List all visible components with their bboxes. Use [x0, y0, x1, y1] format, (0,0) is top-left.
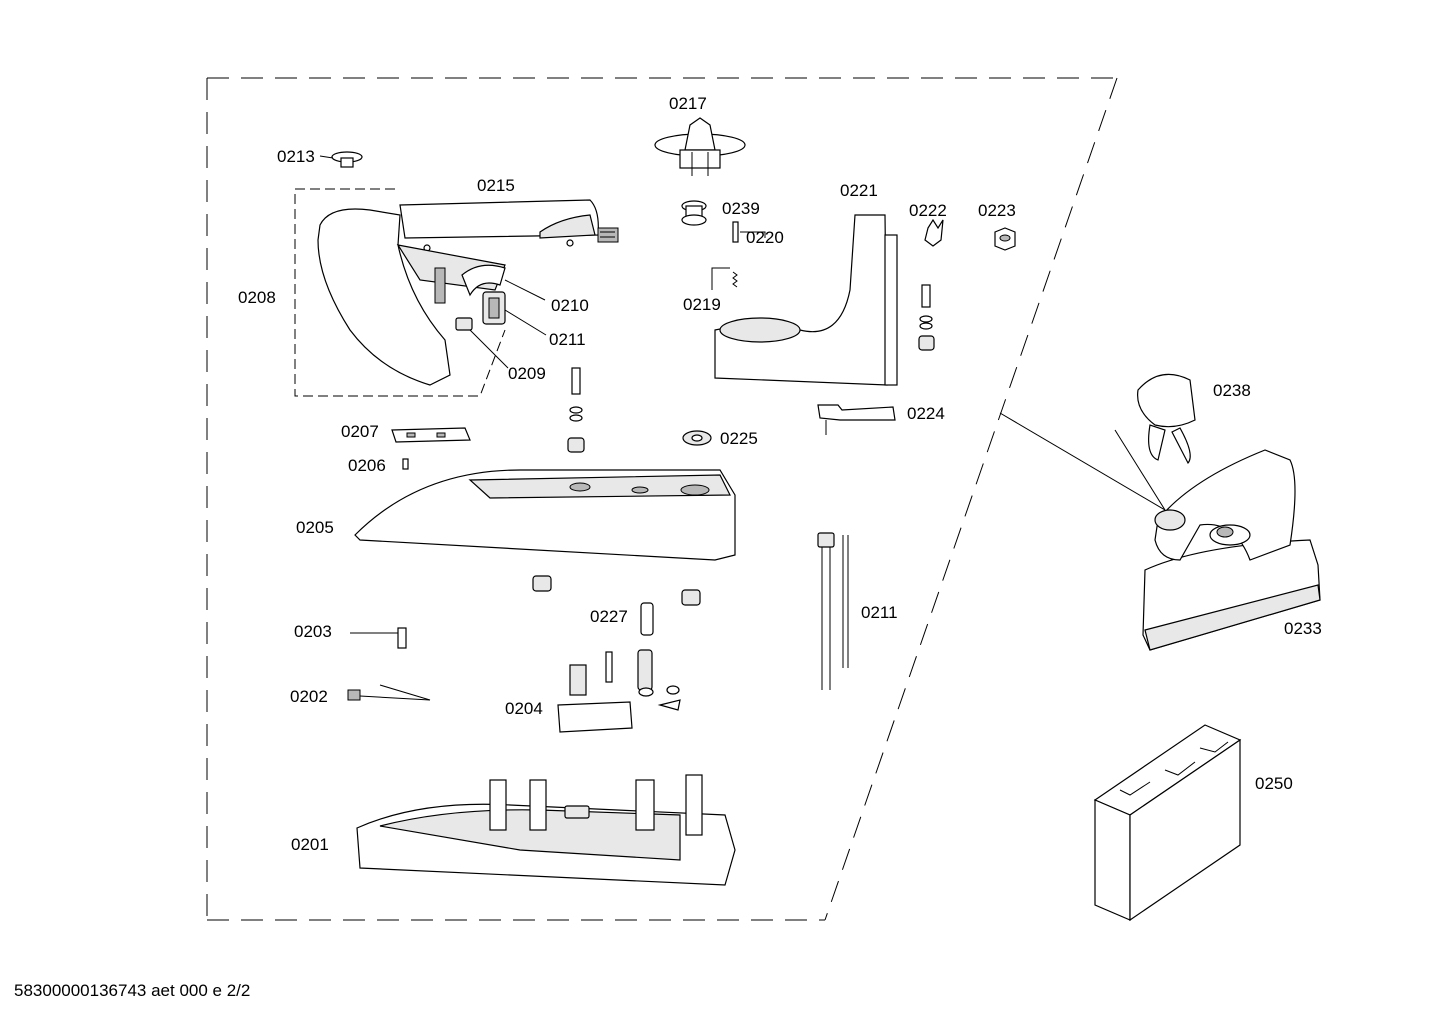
label-0203: 0203	[294, 622, 332, 641]
part-0221-rear-bracket[interactable]	[714, 214, 898, 386]
label-0209: 0209	[508, 364, 546, 383]
part-0233-iron-assembly[interactable]	[1142, 449, 1321, 651]
part-0227-sleeve[interactable]	[640, 602, 654, 636]
label-0222: 0222	[909, 201, 947, 220]
screw-stack-right[interactable]	[918, 284, 935, 351]
part-0210-trigger[interactable]	[461, 264, 506, 297]
label-0210: 0210	[551, 296, 589, 315]
part-0206-screw[interactable]	[402, 458, 409, 470]
part-labels: 0213 0215 0217 0239 0220 0219 0221 0222 …	[238, 94, 1322, 854]
label-0206: 0206	[348, 456, 386, 475]
part-0211-wire-harness[interactable]	[817, 532, 849, 690]
label-0220: 0220	[746, 228, 784, 247]
part-0201-soleplate[interactable]	[356, 774, 736, 886]
part-0217-filler-cap[interactable]	[654, 117, 746, 176]
part-0225-star-washer[interactable]	[682, 430, 712, 446]
part-0205-soleplate-cover[interactable]	[354, 469, 736, 561]
label-0221: 0221	[840, 181, 878, 200]
part-0220-pin[interactable]	[732, 221, 766, 243]
label-0204: 0204	[505, 699, 543, 718]
part-0238-cord-clip[interactable]	[1137, 373, 1196, 465]
label-0233: 0233	[1284, 619, 1322, 638]
subassembly-boundary-0208	[294, 188, 506, 397]
label-0225: 0225	[720, 429, 758, 448]
label-0217: 0217	[669, 94, 707, 113]
label-0238: 0238	[1213, 381, 1251, 400]
part-0219-spring[interactable]	[711, 267, 738, 290]
label-0213: 0213	[277, 147, 315, 166]
part-0203-sensor[interactable]	[350, 627, 407, 649]
label-0224: 0224	[907, 404, 945, 423]
label-0250: 0250	[1255, 774, 1293, 793]
label-0202: 0202	[290, 687, 328, 706]
part-0239-spool[interactable]	[681, 200, 707, 226]
part-0204-thermostat[interactable]	[557, 649, 681, 733]
label-0211-upper: 0211	[549, 330, 586, 349]
part-0224-bracket-plate[interactable]	[817, 404, 896, 435]
part-0215-handle-cover[interactable]	[399, 199, 619, 252]
spacers-under-soleplate[interactable]	[532, 575, 701, 606]
part-0211-switch[interactable]	[482, 291, 506, 325]
part-0250-packaging-box[interactable]	[1093, 724, 1242, 922]
assembly-boundary	[206, 77, 1118, 921]
leader-lines	[319, 155, 1166, 511]
label-0211-lower: 0211	[861, 603, 898, 622]
part-0223-nut[interactable]	[994, 227, 1016, 251]
part-0202-fuse[interactable]	[347, 684, 431, 701]
part-0222-spring-clip[interactable]	[924, 218, 944, 247]
part-0209-button[interactable]	[455, 317, 473, 331]
part-0213-cap[interactable]	[331, 151, 363, 168]
label-0223: 0223	[978, 201, 1016, 220]
label-0219: 0219	[683, 295, 721, 314]
screw-stack-center[interactable]	[567, 367, 585, 453]
label-0207: 0207	[341, 422, 379, 441]
label-0208: 0208	[238, 288, 276, 307]
label-0239: 0239	[722, 199, 760, 218]
label-0205: 0205	[296, 518, 334, 537]
part-0207-plate[interactable]	[391, 427, 471, 443]
document-code: 58300000136743 aet 000 e 2/2	[14, 981, 251, 1000]
label-0215: 0215	[477, 176, 515, 195]
label-0201: 0201	[291, 835, 329, 854]
label-0227: 0227	[590, 607, 628, 626]
